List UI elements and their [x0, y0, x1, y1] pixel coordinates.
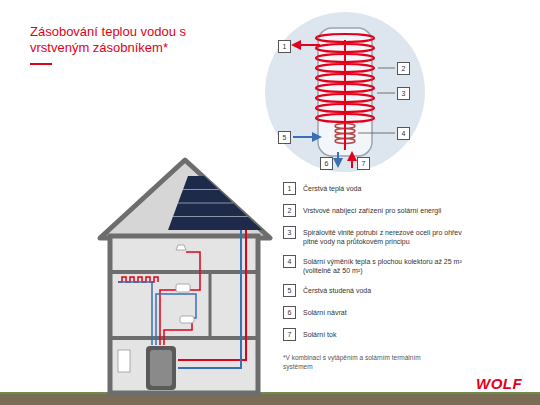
heating-return: [118, 282, 152, 345]
hot-water-arrow: [293, 44, 320, 46]
legend-item-text: Čerstvá studená voda: [303, 286, 473, 295]
return-arrow: [337, 152, 339, 166]
legend-item-text: Vrstvové nabíjecí zařízení pro solární e…: [303, 206, 473, 215]
floor: [110, 336, 258, 340]
leader-line: [378, 68, 395, 69]
callout-number: 4: [283, 255, 296, 268]
legend-item-text: Spirálovitě vlnité potrubí z nerezové oc…: [303, 228, 473, 246]
house-walls: [110, 236, 258, 393]
washbasin: [180, 316, 194, 323]
callout-number: 1: [278, 40, 291, 53]
leader-line: [377, 93, 395, 94]
ground: [0, 393, 540, 405]
brand-logo: WOLF: [476, 375, 522, 392]
callout-number: 5: [283, 284, 296, 297]
callout-number: 2: [397, 62, 410, 75]
callout-number: 7: [283, 328, 296, 341]
solar-return-pipe: [178, 230, 241, 368]
callout-number: 4: [397, 127, 410, 140]
roof: [100, 160, 270, 238]
title-rule: [30, 63, 52, 65]
shower-head: [176, 245, 186, 250]
callout-number: 6: [320, 157, 333, 170]
legend-item-text: Čerstvá teplá voda: [303, 184, 473, 193]
flow-arrow: [351, 153, 353, 168]
inner-wall: [209, 272, 212, 338]
callout-number: 1: [283, 182, 296, 195]
center-pipe: [344, 40, 346, 150]
house-tank-inner: [150, 350, 172, 386]
collector-grid-line: [173, 216, 248, 217]
solar-flow-pipe: [178, 230, 246, 360]
house-tank: [146, 346, 176, 390]
cold-water-arrow: [293, 136, 320, 138]
legend-item-text: Solární návrat: [303, 308, 473, 317]
footnote: *V kombinaci s vytápěním a solárním term…: [283, 354, 423, 371]
callout-number: 6: [283, 306, 296, 319]
boiler: [118, 350, 130, 372]
callout-number: 3: [397, 87, 410, 100]
solar-collector: [168, 176, 262, 230]
callout-number: 3: [283, 226, 296, 239]
sink: [176, 284, 190, 292]
leader-line: [358, 133, 395, 134]
hot-pipe: [164, 322, 192, 345]
detail-circle: [265, 12, 425, 172]
callout-number: 2: [283, 204, 296, 217]
collector-grid-line: [178, 203, 233, 204]
legend-item-text: Solární tok: [303, 330, 473, 339]
cold-pipe: [156, 294, 196, 345]
hot-pipe: [160, 252, 200, 345]
collector-grid: [173, 190, 248, 217]
grass-line: [0, 392, 540, 394]
callout-number: 5: [278, 131, 291, 144]
collector-grid-line: [183, 189, 219, 190]
diagram-title: Zásobování teplou vodou s vrstveným záso…: [30, 24, 230, 56]
floor: [110, 270, 258, 274]
callout-number: 7: [357, 157, 370, 170]
legend-item-text: Solární výměník tepla s plochou kolektor…: [303, 257, 473, 275]
